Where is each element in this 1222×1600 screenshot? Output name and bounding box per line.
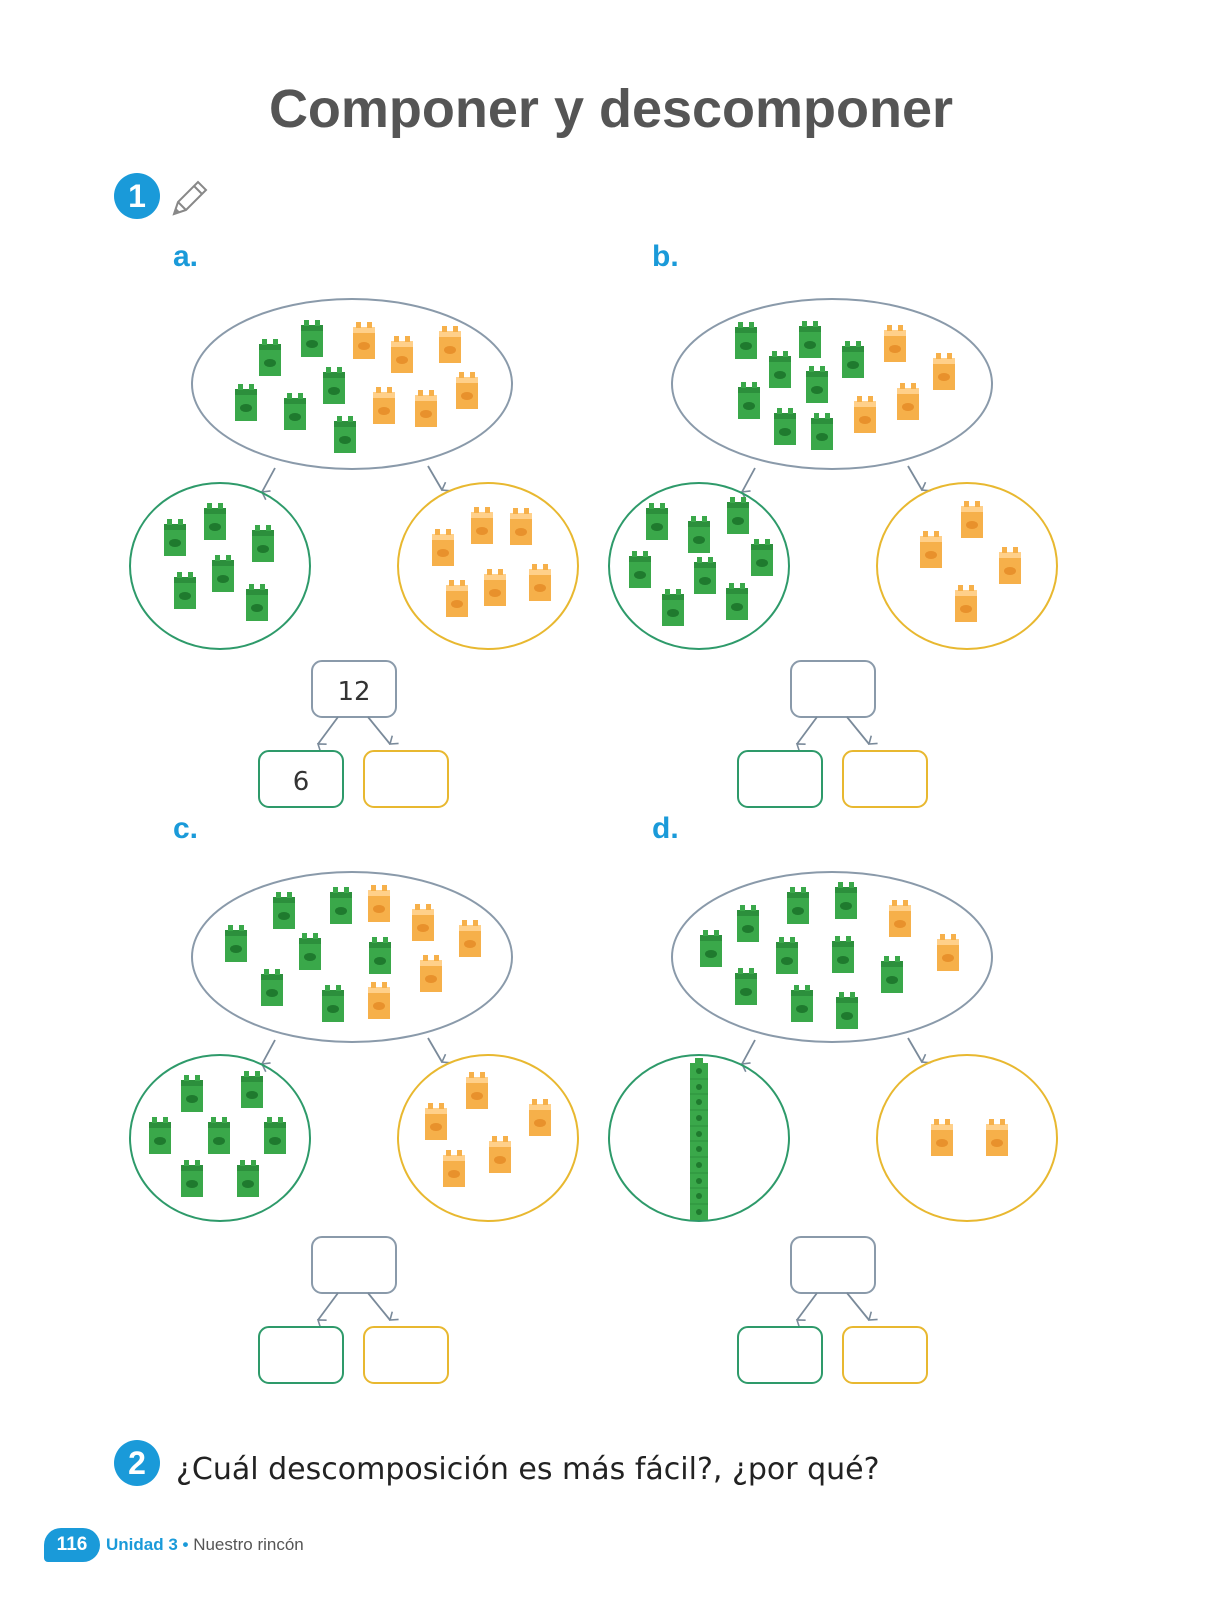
part-a-diagram: 12 6 (129, 298, 579, 808)
total-box (311, 660, 397, 718)
exercise-2-number: 2 (114, 1440, 160, 1486)
left-circle (608, 1054, 790, 1222)
left-circle (129, 482, 311, 650)
right-circle (876, 1054, 1058, 1222)
right-circle (397, 482, 579, 650)
total-box-value: 12 (337, 677, 370, 707)
part-d-label: d. (652, 812, 679, 845)
group-ellipse (191, 298, 513, 470)
group-ellipse (671, 298, 993, 470)
total-box (311, 1236, 397, 1294)
green-part-box (258, 1326, 344, 1384)
part-d-diagram (608, 871, 1058, 1384)
exercise-2-question: ¿Cuál descomposición es más fácil?, ¿por… (176, 1452, 880, 1487)
green-part-box (737, 750, 823, 808)
footer-bullet: • (177, 1535, 194, 1554)
orange-part-box (842, 1326, 928, 1384)
orange-part-box (363, 750, 449, 808)
ten-block-tower (690, 1058, 708, 1220)
orange-part-box (842, 750, 928, 808)
orange-part-box (363, 1326, 449, 1384)
part-c-label: c. (173, 812, 199, 845)
page-title: Componer y descomponer (268, 79, 954, 139)
group-ellipse (191, 871, 513, 1043)
green-part-box (737, 1326, 823, 1384)
footer-unit: Unidad 3 (106, 1535, 178, 1554)
page-number: 116 (44, 1528, 100, 1562)
pencil-icon (172, 180, 208, 216)
part-a-label: a. (173, 240, 199, 273)
green-part-box (258, 750, 344, 808)
total-box (790, 660, 876, 718)
exercise-1-number: 1 (114, 173, 160, 219)
right-circle (397, 1054, 579, 1222)
part-c-diagram (129, 871, 579, 1384)
part-b-diagram (608, 298, 1058, 808)
footer-section: Nuestro rincón (193, 1535, 304, 1554)
left-circle (129, 1054, 311, 1222)
part-b-label: b. (652, 240, 679, 273)
total-box (790, 1236, 876, 1294)
group-ellipse (671, 871, 993, 1043)
green-part-box-value: 6 (293, 767, 310, 797)
right-circle (876, 482, 1058, 650)
footer-label: Unidad 3 • Nuestro rincón (106, 1535, 304, 1555)
left-circle (608, 482, 790, 650)
